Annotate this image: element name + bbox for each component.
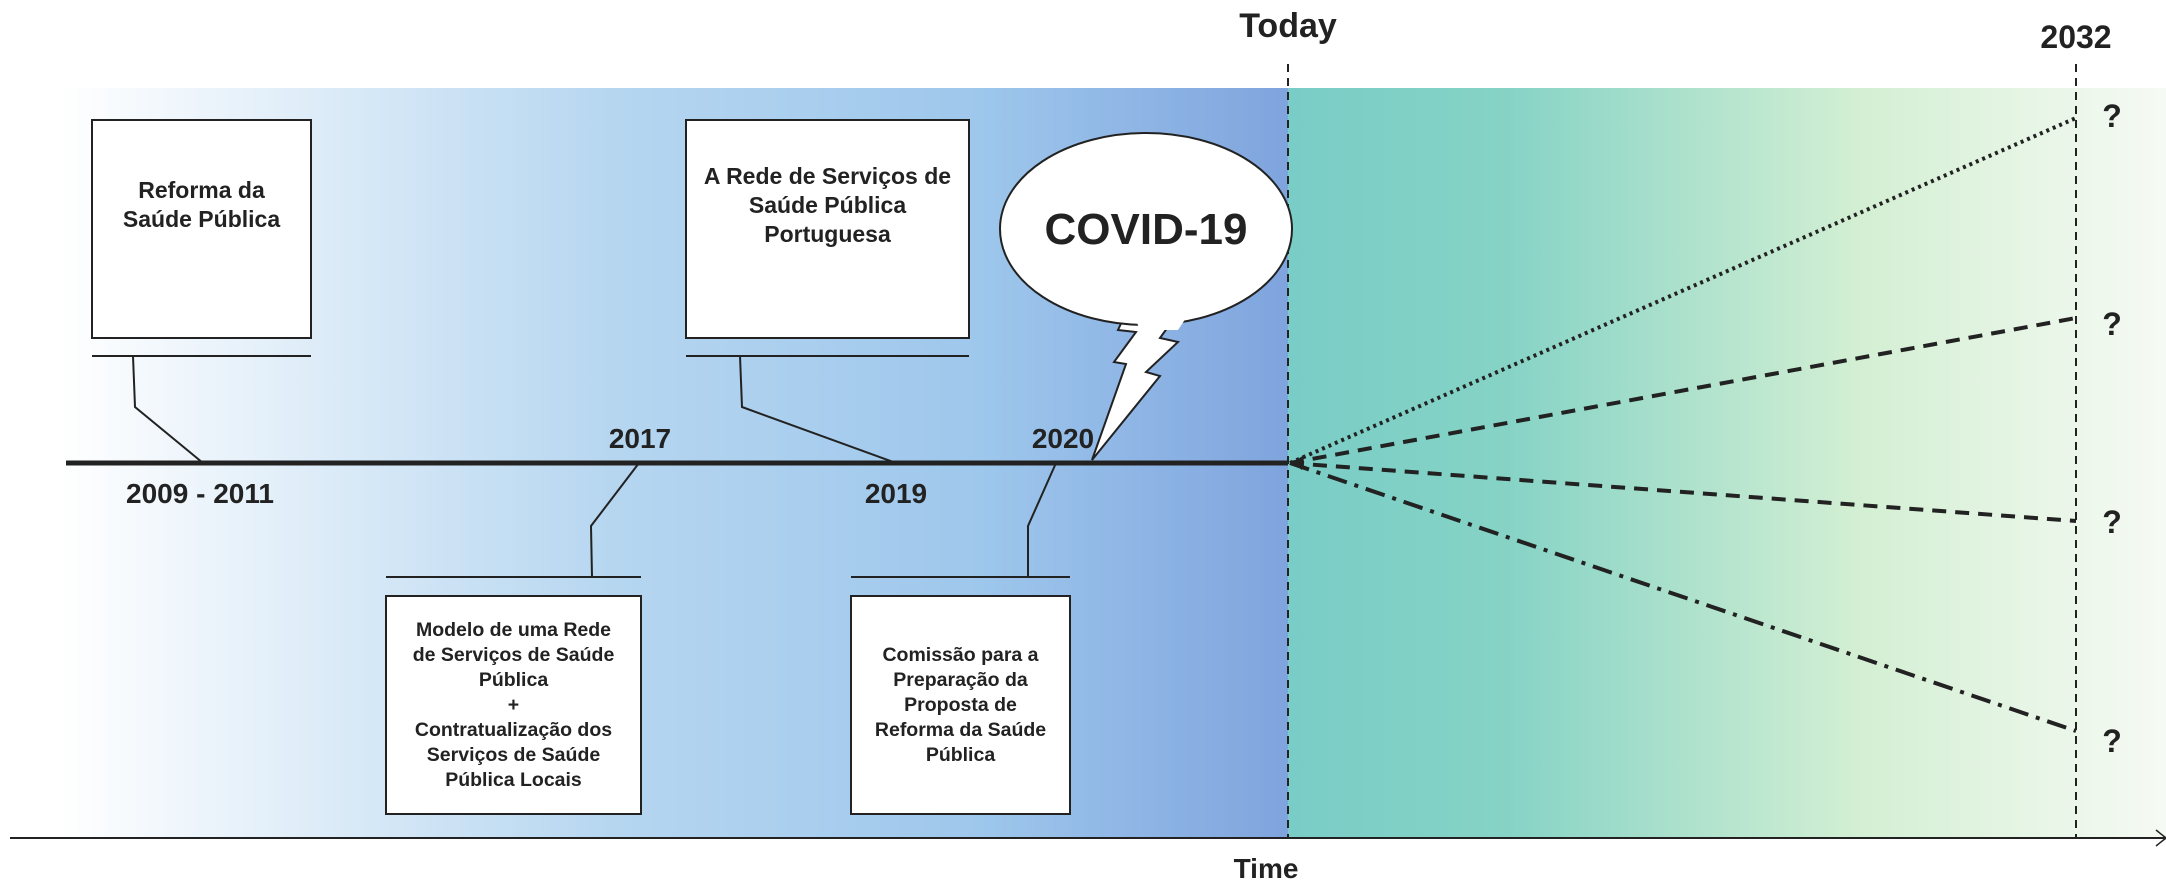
year-2017: 2017 (609, 423, 671, 454)
scenario-question-mark: ? (2102, 98, 2122, 134)
text-line: Reforma da Saúde (874, 718, 1047, 741)
end-year-label: 2032 (2040, 19, 2111, 55)
event-connector (739, 355, 897, 464)
lightning-bolt-icon (1091, 301, 1188, 461)
text-line: Serviços de Saúde (426, 743, 601, 766)
event-box-comissao (850, 595, 1071, 815)
covid-label: COVID-19 (1045, 205, 1248, 254)
text-line: Preparação da (893, 668, 1028, 691)
event-connector (1027, 462, 1057, 577)
event-connector (132, 355, 204, 464)
scenario-line-dashed (1289, 316, 2077, 465)
text-line: de Serviços de Saúde (412, 643, 615, 666)
event-connector (589, 462, 640, 578)
text-line: Comissão para a (882, 643, 1039, 666)
time-axis-arrow-icon (2155, 829, 2166, 847)
event-text-rede: A Rede de Serviços de Saúde Pública Port… (703, 162, 952, 247)
event-text-modelo: Modelo de uma Rede de Serviços de Saúde … (386, 596, 641, 814)
year-2019: 2019 (865, 478, 927, 509)
future-band (1288, 88, 2166, 838)
covid-speech-bubble: COVID-19 (999, 132, 1293, 461)
text-line: + (507, 693, 520, 716)
scenario-line-dash-dot (1289, 461, 2077, 733)
bubble-tail-mask (1135, 318, 1186, 330)
text-line: Modelo de uma Rede (415, 618, 612, 641)
text-line: Proposta de (904, 693, 1017, 716)
text-line: Pública (478, 668, 549, 691)
scenario-question-mark: ? (2102, 723, 2122, 759)
event-box-rede (685, 119, 970, 339)
year-2020: 2020 (1032, 423, 1094, 454)
scenario-origin-arrow-icon (1292, 455, 1304, 470)
year-2009-2011: 2009 - 2011 (126, 478, 274, 509)
future-scenarios: ???? (1289, 98, 2122, 759)
time-axis-label: Time (1234, 853, 1299, 883)
today-label: Today (1239, 7, 1337, 45)
scenario-question-mark: ? (2102, 504, 2122, 540)
event-box-reforma (91, 119, 312, 339)
scenario-question-mark: ? (2102, 306, 2122, 342)
scenario-line-dashed (1289, 461, 2077, 523)
text-line: Pública (925, 743, 996, 766)
text-line: Contratualização dos (414, 718, 613, 741)
event-text-reforma: Reforma da Saúde Pública (122, 177, 281, 232)
text-line: Pública Locais (445, 768, 582, 791)
event-text-comissao: Comissão para a Preparação da Proposta d… (851, 596, 1070, 814)
scenario-line-dotted (1289, 116, 2077, 465)
event-box-modelo (385, 595, 642, 815)
